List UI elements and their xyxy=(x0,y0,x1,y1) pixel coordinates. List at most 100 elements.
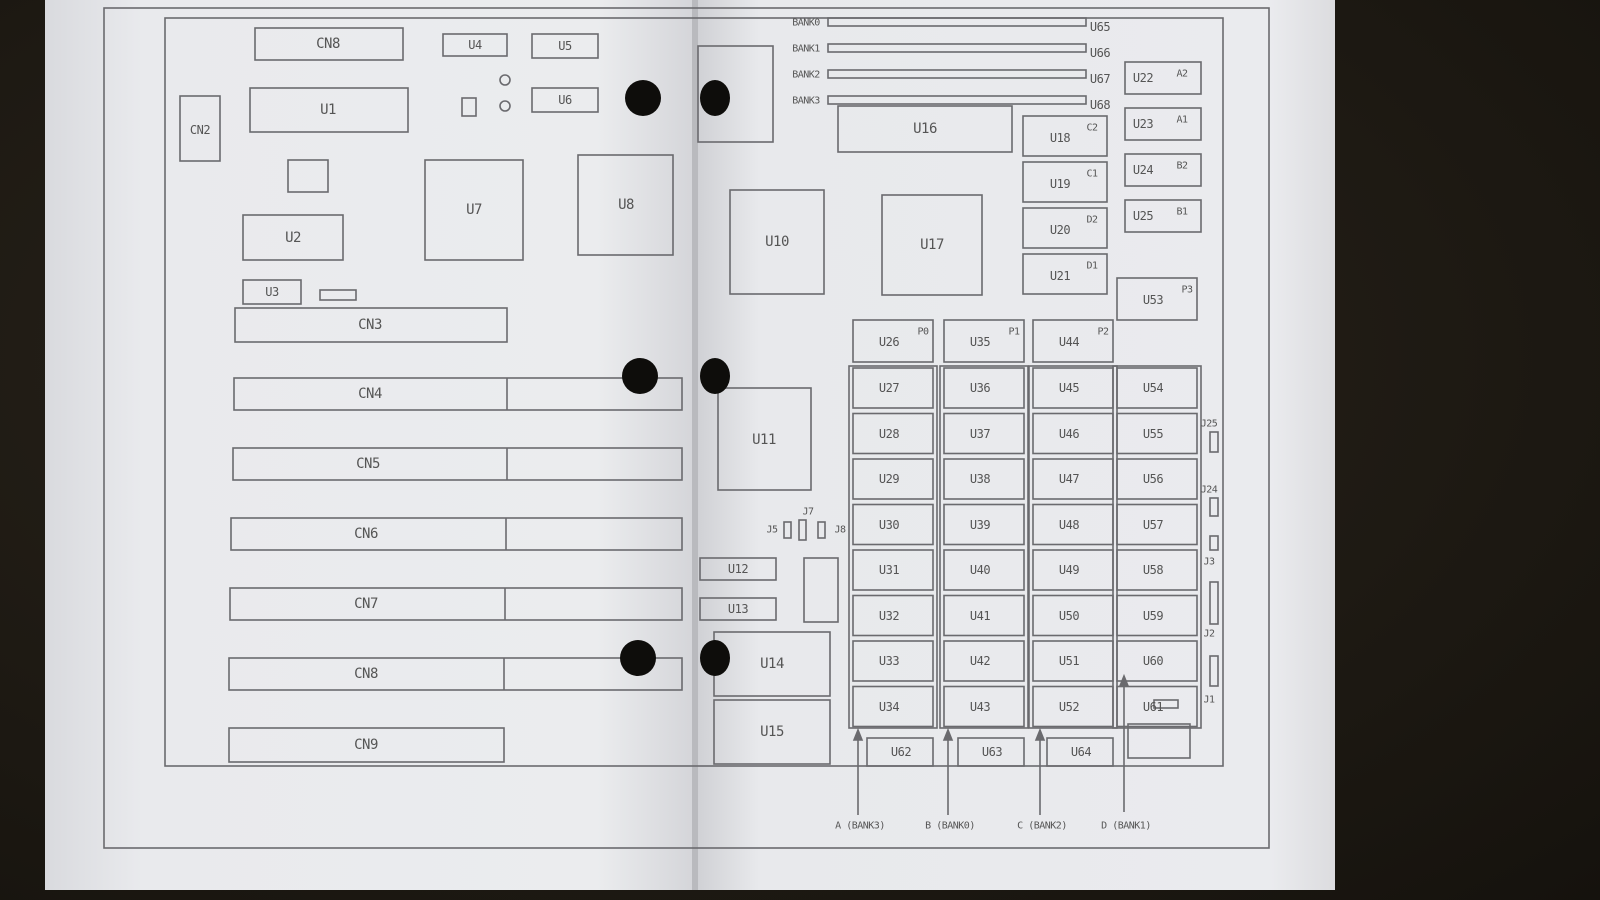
label-u11: U11 xyxy=(752,432,776,448)
label-jumper: J7 xyxy=(802,506,814,518)
ram-bottom-label: U62 xyxy=(890,745,912,759)
ram-top-label: U35 xyxy=(969,335,991,349)
ram-chip-label: U59 xyxy=(1142,608,1164,623)
ram-chip xyxy=(943,594,1025,637)
side-chip-tag: A2 xyxy=(1176,68,1188,80)
box-right-corner xyxy=(697,45,774,143)
label-jumper: J8 xyxy=(834,524,846,536)
ram-chip-label: U40 xyxy=(969,563,991,577)
label-u7: U7 xyxy=(466,202,482,218)
label-cn6: CN6 xyxy=(354,526,378,542)
ram-chip-label: U32 xyxy=(878,608,900,623)
component-circle xyxy=(499,100,511,112)
ram-chip xyxy=(1116,412,1198,455)
book-spine xyxy=(692,0,698,890)
ram-chip-label: U41 xyxy=(969,608,991,623)
bank-legend-label: C (BANK2) xyxy=(1017,820,1067,832)
bank-strip-1 xyxy=(827,43,1087,53)
ram-chip-label: U39 xyxy=(969,517,991,532)
ram-chip xyxy=(943,640,1025,682)
ram-chip xyxy=(943,503,1025,546)
bank-label: BANK2 xyxy=(792,69,820,81)
ram-bottom-chip xyxy=(866,737,934,767)
box-u2 xyxy=(242,214,344,261)
ram-chip xyxy=(1116,594,1198,637)
ram-chip xyxy=(852,640,934,682)
ram-bottom-label: U63 xyxy=(981,745,1003,759)
label-cn8: CN8 xyxy=(316,36,340,52)
ram-chip xyxy=(852,685,934,728)
ram-top-chip xyxy=(943,319,1025,363)
bank-chip-label: U68 xyxy=(1089,98,1111,112)
box-cn3 xyxy=(234,307,508,343)
mid-chip-tag: C1 xyxy=(1086,168,1098,180)
binder-hole xyxy=(622,358,658,394)
ram-chip-label: U48 xyxy=(1058,517,1080,532)
ram-chip-label: U52 xyxy=(1058,699,1080,714)
ram-tag: P0 xyxy=(917,326,929,338)
box-u15 xyxy=(713,699,831,765)
side-chip xyxy=(1124,107,1202,141)
label-jumper: J3 xyxy=(1203,556,1215,568)
ram-chip-label: U33 xyxy=(878,654,900,668)
bank-chip-label: U66 xyxy=(1089,46,1111,60)
ram-chip-label: U50 xyxy=(1058,608,1080,623)
right-page xyxy=(695,0,1335,890)
label-cn9: CN9 xyxy=(354,737,378,753)
component-pad xyxy=(319,289,357,301)
label-jumper: J1 xyxy=(1203,694,1215,706)
label-u8: U8 xyxy=(618,197,634,213)
side-chip-label: U24 xyxy=(1132,163,1154,177)
label-cn5: CN5 xyxy=(356,456,380,472)
ram-chip xyxy=(943,685,1025,728)
side-chip-tag: B2 xyxy=(1176,160,1188,172)
left-page xyxy=(45,0,695,890)
label-u15: U15 xyxy=(760,724,784,740)
box-u17 xyxy=(881,194,983,296)
box-u1 xyxy=(249,87,409,133)
mid-chip-label: U20 xyxy=(1049,223,1071,237)
ram-top-label: U53 xyxy=(1142,293,1164,307)
component-circle xyxy=(499,74,511,86)
component-pad xyxy=(461,97,477,117)
ram-chip-label: U55 xyxy=(1142,426,1164,441)
bank-label: BANK0 xyxy=(792,17,820,29)
ram-chip xyxy=(1116,640,1198,682)
label-u3: U3 xyxy=(265,285,279,299)
side-chip xyxy=(1124,153,1202,187)
label-u16: U16 xyxy=(913,121,937,137)
ram-tag: P1 xyxy=(1008,326,1020,338)
box-u6 xyxy=(531,87,599,113)
label-u12: U12 xyxy=(727,562,749,576)
mid-chip-tag: D1 xyxy=(1086,260,1098,272)
box-empty xyxy=(1127,723,1191,759)
bank-legend-label: B (BANK0) xyxy=(925,820,975,832)
ram-top-chip xyxy=(1116,277,1198,321)
board-outline xyxy=(164,17,1224,767)
side-chip-label: U25 xyxy=(1132,209,1154,223)
ram-tag: P3 xyxy=(1181,284,1193,296)
ram-chip-label: U51 xyxy=(1058,654,1080,668)
mid-chip-label: U18 xyxy=(1049,131,1071,145)
mid-chip-label: U19 xyxy=(1049,177,1071,191)
mid-chip-label: U21 xyxy=(1049,269,1071,283)
ram-chip xyxy=(852,412,934,455)
ram-chip xyxy=(1116,458,1198,500)
binder-hole xyxy=(620,640,656,676)
box-u13 xyxy=(699,597,777,621)
box-cn4 xyxy=(233,377,683,411)
ram-chip xyxy=(852,367,934,409)
bank-legend-label: A (BANK3) xyxy=(835,820,885,832)
label-jumper: J2 xyxy=(1203,628,1215,640)
ram-bottom-chip xyxy=(957,737,1025,767)
box-u11 xyxy=(717,387,812,491)
ram-chip-label: U37 xyxy=(969,426,991,441)
ram-chip-label: U47 xyxy=(1058,472,1080,486)
ram-tag: P2 xyxy=(1097,326,1109,338)
ram-chip xyxy=(852,503,934,546)
ram-chip-label: U43 xyxy=(969,699,991,714)
box-cn7 xyxy=(229,587,683,621)
ram-chip-label: U46 xyxy=(1058,426,1080,441)
ram-column-frame xyxy=(848,365,938,729)
